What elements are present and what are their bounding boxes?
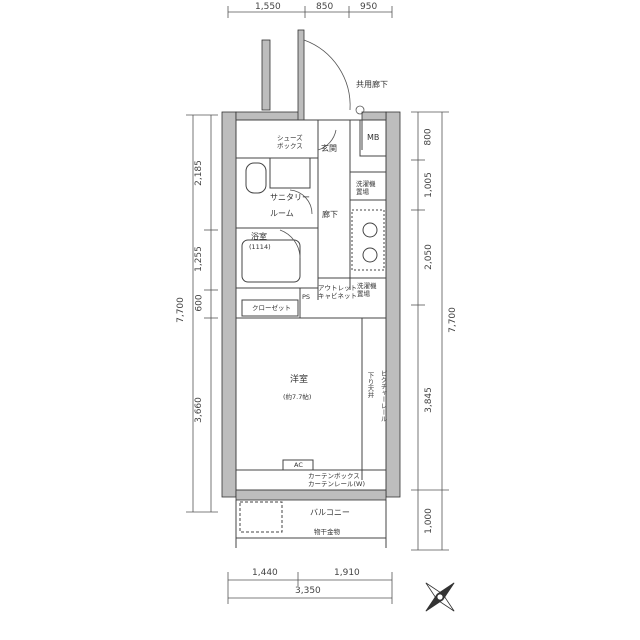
label-sanitary: サニタリー ルーム bbox=[270, 193, 310, 218]
interior-walls bbox=[235, 119, 387, 548]
label-ps: PS bbox=[302, 293, 311, 301]
dim-bottom-2: 1,910 bbox=[334, 568, 360, 578]
dim-right-4: 3,845 bbox=[423, 387, 434, 413]
door-swings bbox=[279, 39, 365, 259]
label-curtain-box: カーテンボックス bbox=[308, 472, 360, 480]
dim-bottom-total: 3,350 bbox=[295, 586, 321, 596]
label-handrail: 物干金物 bbox=[314, 528, 340, 536]
label-corridor: 廊下 bbox=[322, 210, 338, 219]
label-entrance: 玄関 bbox=[321, 144, 337, 153]
dim-right-3: 2,050 bbox=[423, 244, 434, 270]
label-laundry: 洗濯機 置場 bbox=[357, 282, 377, 298]
dim-bottom-1: 1,440 bbox=[252, 568, 278, 578]
label-mb: MB bbox=[367, 133, 380, 142]
dim-right-1: 800 bbox=[423, 128, 434, 146]
label-dropped-ceiling: 下り天井 bbox=[366, 372, 374, 398]
label-curtain-rail: カーテンレール(W) bbox=[308, 480, 365, 488]
dim-left-3: 600 bbox=[194, 294, 205, 312]
label-balcony: バルコニー bbox=[310, 508, 350, 517]
label-washer: 洗濯機 置場 bbox=[356, 180, 376, 196]
label-western-size: (約7.7帖) bbox=[283, 393, 312, 401]
dim-left-2: 1,255 bbox=[193, 246, 204, 272]
label-ac: AC bbox=[294, 461, 303, 469]
label-bath: 浴室 bbox=[251, 232, 267, 241]
label-closet: クローゼット bbox=[252, 304, 291, 312]
label-shoe-box: シューズ ボックス bbox=[277, 134, 303, 150]
dim-right-5: 1,000 bbox=[423, 508, 434, 534]
label-western-room: 洋室 bbox=[290, 375, 309, 385]
dim-top-1: 1,550 bbox=[255, 2, 281, 12]
dim-top-2: 850 bbox=[316, 2, 334, 12]
dim-left-total: 7,700 bbox=[175, 297, 186, 323]
dimension-lines bbox=[186, 6, 449, 604]
label-outlet: アウトレット キャビネット bbox=[318, 284, 357, 300]
label-common-corridor: 共用廊下 bbox=[356, 80, 388, 89]
dim-left-1: 2,185 bbox=[193, 160, 204, 186]
compass-icon bbox=[425, 582, 455, 612]
label-picture-rail: ピクチャーレール bbox=[379, 370, 387, 422]
dim-left-4: 3,660 bbox=[193, 397, 204, 423]
dim-right-total: 7,700 bbox=[447, 307, 458, 333]
label-bath-size: (1114) bbox=[249, 243, 271, 251]
walls bbox=[221, 29, 401, 501]
dim-top-3: 950 bbox=[360, 2, 378, 12]
dim-right-2: 1,005 bbox=[423, 172, 434, 198]
